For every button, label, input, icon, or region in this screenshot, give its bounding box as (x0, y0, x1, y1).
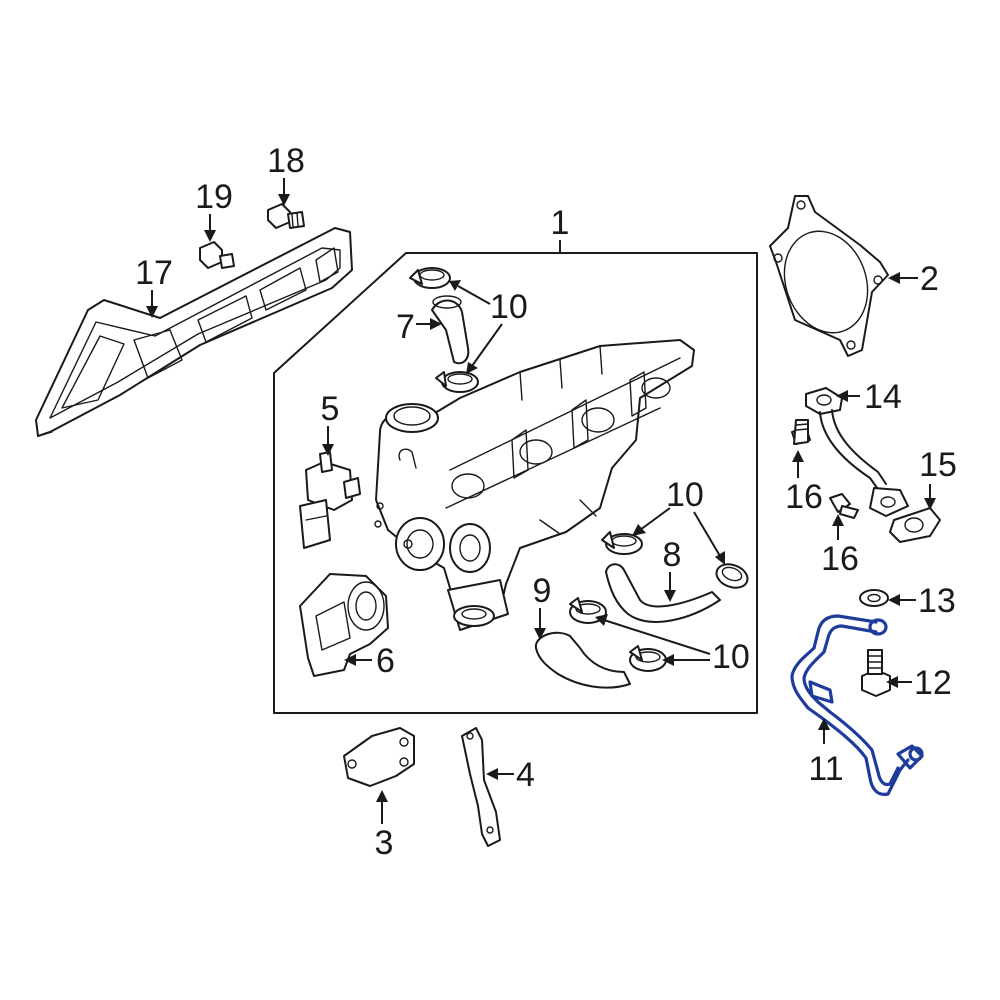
bolt-part-12[interactable] (861, 649, 891, 697)
hose-part-7[interactable] (431, 295, 470, 365)
assembly-box (273, 252, 758, 714)
clamp-part-10-right-b[interactable] (713, 560, 751, 592)
callout-13: 13 (918, 582, 956, 620)
callout-19: 19 (195, 178, 233, 216)
callout-9: 9 (533, 572, 552, 610)
callout-4: 4 (516, 756, 535, 794)
oil-feed-line-part-11[interactable] (790, 614, 924, 796)
callout-6: 6 (376, 642, 395, 680)
callout-7: 7 (396, 308, 415, 346)
bolt-part-16-upper[interactable] (791, 419, 811, 445)
callout-10-upper: 10 (490, 288, 528, 326)
heat-shield-part-17[interactable] (35, 227, 353, 437)
clamp-part-10-upper-b[interactable] (435, 371, 479, 393)
callout-10-right: 10 (666, 476, 704, 514)
callout-1: 1 (551, 204, 570, 242)
callout-11: 11 (808, 750, 843, 788)
washer-part-13[interactable] (859, 589, 889, 607)
nut-part-19[interactable] (199, 241, 235, 269)
bracket-part-3[interactable] (343, 727, 415, 787)
valve-part-5[interactable] (299, 451, 361, 549)
callout-3: 3 (375, 824, 394, 862)
callout-2: 2 (920, 260, 939, 298)
callout-5: 5 (321, 390, 340, 428)
callout-15: 15 (919, 446, 957, 484)
clamp-part-10-right-a[interactable] (601, 531, 643, 555)
callout-labels: 1 2 3 4 5 6 7 8 9 10 10 10 11 12 13 14 1… (135, 142, 957, 862)
hose-part-8[interactable] (605, 563, 721, 623)
gasket-part-2[interactable] (769, 195, 889, 357)
clamp-part-10-lower-b[interactable] (629, 645, 667, 672)
callout-17: 17 (135, 254, 173, 292)
hose-part-9[interactable] (534, 631, 631, 689)
oil-pipe-part-14[interactable] (805, 387, 909, 517)
strap-part-4[interactable] (461, 727, 501, 847)
callout-12: 12 (914, 664, 952, 702)
bolt-part-18[interactable] (267, 203, 305, 229)
callout-16-upper: 16 (785, 478, 823, 516)
bolt-part-16-lower[interactable] (829, 493, 859, 519)
leader-arrows (146, 178, 936, 824)
callout-14: 14 (864, 378, 902, 416)
callout-10-lower: 10 (712, 638, 750, 676)
callout-18: 18 (267, 142, 305, 180)
callout-8: 8 (663, 536, 682, 574)
clamp-part-10-upper-a[interactable] (409, 267, 451, 289)
actuator-part-6[interactable] (299, 573, 389, 677)
callout-16-lower: 16 (821, 540, 859, 578)
gasket-part-15[interactable] (889, 507, 941, 543)
turbocharger-manifold[interactable] (374, 339, 695, 631)
